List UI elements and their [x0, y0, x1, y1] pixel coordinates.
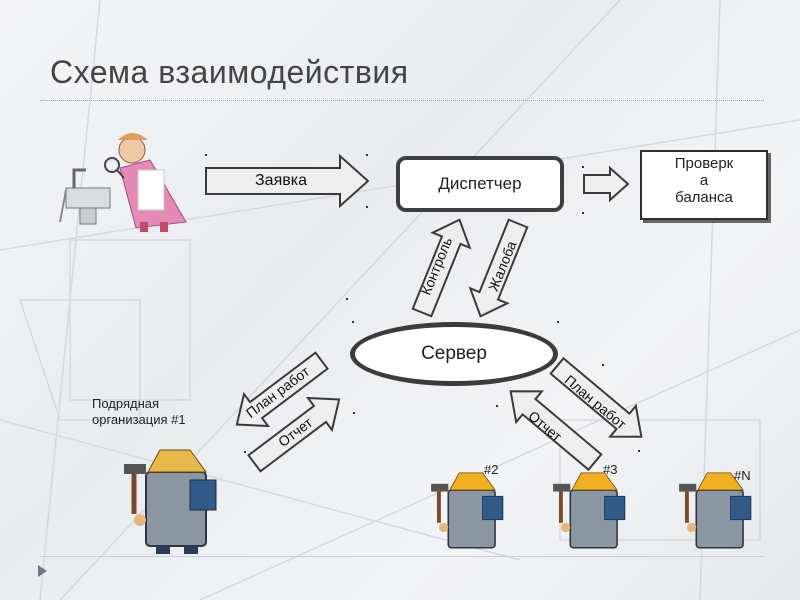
dispatcher-box: Диспетчер: [396, 156, 564, 212]
handle-dot: [582, 212, 584, 214]
sink-icon: [59, 168, 111, 225]
server-label: Сервер: [421, 343, 487, 364]
handle-dot: [638, 450, 640, 452]
request-label: Заявка: [255, 172, 307, 189]
handle-dot: [602, 364, 604, 366]
server-ellipse: Сервер: [350, 322, 558, 386]
request-arrow: [205, 153, 370, 209]
technician-3-icon: [553, 472, 626, 549]
technician-n-icon: [679, 472, 752, 549]
technician-2-icon: [431, 472, 504, 549]
work-plan-right-arrow: [549, 356, 643, 438]
handle-dot: [353, 412, 355, 414]
work-plan-left-arrow: [235, 351, 329, 428]
handle-dot: [346, 298, 348, 300]
slide-title: Схема взаимодействия: [50, 54, 409, 90]
contractor-1-label: Подрядная организация #1: [92, 396, 186, 427]
handle-dot: [205, 154, 207, 156]
balance-check-box: Проверк а баланса: [640, 150, 768, 220]
report-left-arrow: [247, 396, 341, 473]
contractor-2-label: #2: [484, 462, 499, 477]
technician-1-icon: [124, 449, 217, 554]
complaint-arrow: [468, 218, 529, 318]
report-right-arrow: [509, 390, 603, 472]
dispatcher-label: Диспетчер: [438, 174, 522, 193]
control-arrow: [411, 218, 472, 318]
balance-check-label: Проверк а баланса: [674, 155, 734, 206]
woman-figure: [104, 133, 187, 232]
contractor-n-label: #N: [734, 468, 751, 483]
handle-dot: [496, 405, 498, 407]
contractor-3-label: #3: [603, 462, 618, 477]
footer-divider: [40, 556, 764, 557]
handle-dot: [557, 321, 559, 323]
handle-dot: [366, 206, 368, 208]
handle-dot: [366, 154, 368, 156]
handle-dot: [352, 321, 354, 323]
title-divider: [40, 100, 764, 101]
handle-dot: [582, 166, 584, 168]
dispatcher-to-check-arrow: [583, 165, 630, 203]
next-slide-icon[interactable]: [38, 565, 47, 577]
handle-dot: [244, 451, 246, 453]
